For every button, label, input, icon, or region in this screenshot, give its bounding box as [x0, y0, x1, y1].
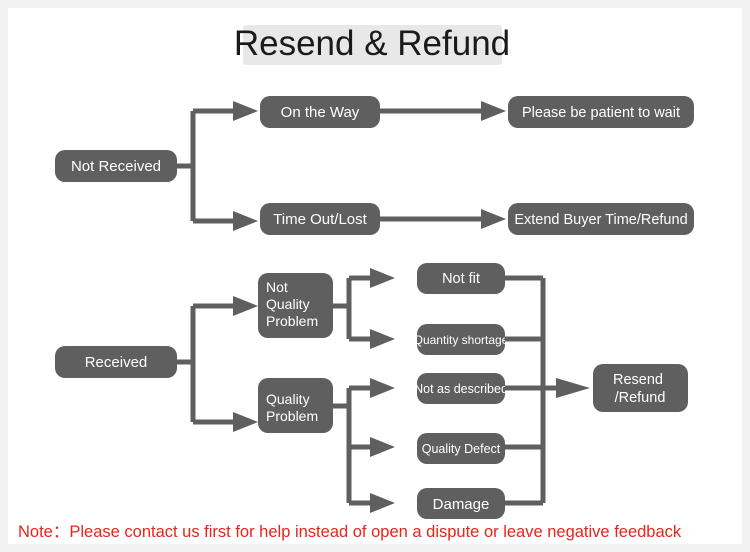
node-not-fit-label: Not fit	[442, 271, 480, 287]
arrowhead-resend-refund	[556, 378, 590, 398]
node-not-quality-problem-line-1: Not	[266, 279, 288, 295]
arrowhead-ontheway	[233, 101, 258, 121]
node-quality-problem-label: Quality Problem	[266, 391, 318, 424]
node-not-quality-problem[interactable]	[258, 273, 333, 338]
node-not-quality-problem-label: Not Quality Problem	[266, 279, 318, 329]
node-quality-problem-line-1: Quality	[266, 391, 310, 407]
arrowhead-defect	[370, 437, 395, 457]
node-not-received-label: Not Received	[71, 158, 161, 175]
node-time-out-lost[interactable]	[260, 203, 380, 235]
node-not-fit[interactable]	[417, 263, 505, 294]
node-resend-refund[interactable]	[593, 364, 688, 412]
node-not-received[interactable]	[55, 150, 177, 182]
node-not-quality-problem-line-3: Problem	[266, 313, 318, 329]
node-quality-problem-line-2: Problem	[266, 408, 318, 424]
node-damage[interactable]	[417, 488, 505, 519]
node-resend-refund-line-2: /Refund	[615, 390, 666, 406]
arrowhead-shortage	[370, 329, 395, 349]
arrowhead-quality	[233, 412, 258, 432]
node-received[interactable]	[55, 346, 177, 378]
footer-note: Note：Please contact us first for help in…	[18, 523, 682, 541]
node-not-as-described[interactable]	[417, 373, 505, 404]
arrowhead-notfit	[370, 268, 395, 288]
arrowhead-notquality	[233, 296, 258, 316]
node-time-out-lost-label: Time Out/Lost	[273, 211, 367, 228]
node-please-be-patient-label: Please be patient to wait	[522, 105, 680, 121]
node-quantity-shortage[interactable]	[417, 324, 505, 355]
arrowhead-wait	[481, 101, 506, 121]
arrowhead-timeout	[233, 211, 258, 231]
node-not-quality-problem-line-2: Quality	[266, 296, 310, 312]
arrowhead-notasdescribed	[370, 378, 395, 398]
node-on-the-way[interactable]	[260, 96, 380, 128]
node-resend-refund-label: Resend /Refund	[613, 372, 667, 406]
node-not-as-described-label: Not as described	[414, 382, 508, 396]
title-highlight	[243, 25, 502, 65]
node-resend-refund-line-1: Resend	[613, 372, 663, 388]
node-damage-label: Damage	[433, 496, 490, 513]
node-quantity-shortage-label: Quantity shortage	[414, 333, 509, 347]
node-on-the-way-label: On the Way	[281, 104, 360, 121]
arrowhead-extend	[481, 209, 506, 229]
arrowhead-damage	[370, 493, 395, 513]
node-quality-problem[interactable]	[258, 378, 333, 433]
page-title: Resend & Refund	[234, 24, 510, 63]
node-extend-buyer-time[interactable]	[508, 203, 694, 235]
node-received-label: Received	[85, 354, 148, 371]
node-extend-buyer-time-label: Extend Buyer Time/Refund	[514, 212, 687, 228]
node-quality-defect-label: Quality Defect	[422, 442, 501, 456]
node-quality-defect[interactable]	[417, 433, 505, 464]
node-please-be-patient[interactable]	[508, 96, 694, 128]
